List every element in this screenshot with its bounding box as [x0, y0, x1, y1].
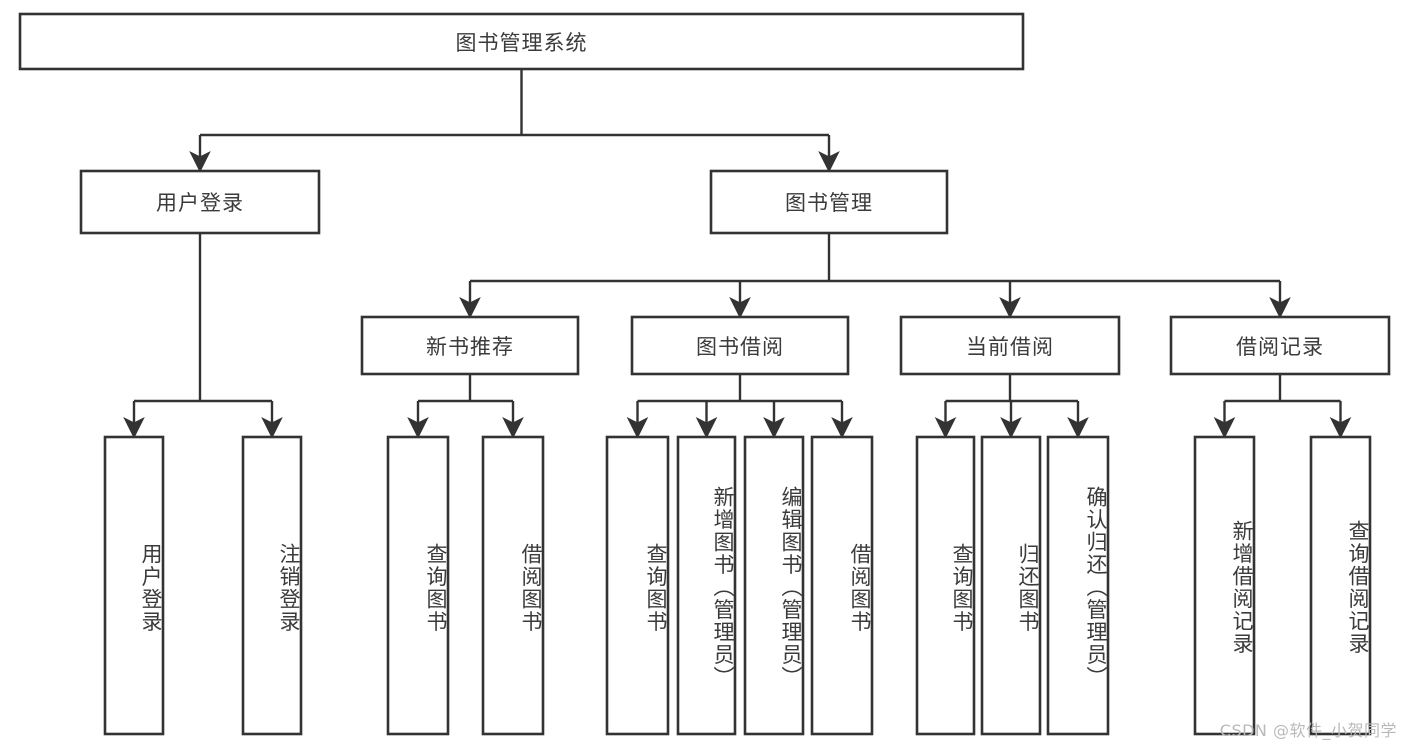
watermark-text: CSDN @软件_小贺同学	[1219, 721, 1397, 740]
node-box-leaf-rec-query-book[interactable]	[386, 435, 450, 736]
node-box-leaf-record-query[interactable]	[1309, 435, 1372, 736]
node-box-l2-book-manage[interactable]	[709, 169, 949, 235]
node-box-leaf-record-add[interactable]	[1193, 435, 1256, 736]
node-box-l3-current-borrow[interactable]	[899, 315, 1121, 376]
node-box-leaf-borrow-edit-book[interactable]	[743, 435, 805, 736]
node-box-leaf-current-query-book[interactable]	[915, 435, 976, 736]
node-box-leaf-current-confirm-return[interactable]	[1046, 435, 1110, 736]
node-box-l3-borrow-record[interactable]	[1169, 315, 1391, 376]
node-box-leaf-user-logout[interactable]	[241, 435, 303, 736]
node-box-leaf-current-return-book[interactable]	[980, 435, 1042, 736]
node-box-leaf-borrow-query-book[interactable]	[605, 435, 670, 736]
node-box-l3-new-book-rec[interactable]	[360, 315, 580, 376]
node-box-leaf-user-login[interactable]	[103, 435, 165, 736]
node-box-leaf-borrow-add-book[interactable]	[676, 435, 737, 736]
node-box-leaf-rec-borrow-book[interactable]	[481, 435, 545, 736]
node-box-leaf-borrow-borrow-book[interactable]	[810, 435, 874, 736]
node-box-l3-book-borrow[interactable]	[630, 315, 850, 376]
node-box-l2-user-login[interactable]	[79, 169, 321, 235]
node-box-layer	[18, 12, 1391, 736]
node-box-root[interactable]	[18, 12, 1025, 71]
connector-layer	[123, 69, 1352, 439]
